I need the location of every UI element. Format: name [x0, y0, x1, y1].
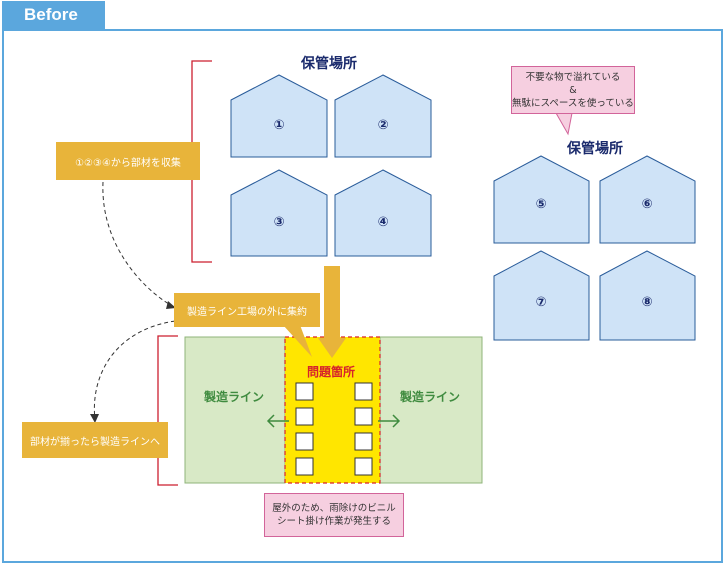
to-line-callout: 部材が揃ったら製造ラインへ	[22, 422, 168, 458]
gather-callout: 製造ライン工場の外に集約	[174, 293, 320, 327]
dashed-arrow-1	[102, 181, 177, 309]
house-number-2: ②	[377, 118, 389, 133]
waste-text-3: 無駄にスペースを使っている	[512, 98, 634, 109]
dashed-arrowhead-2	[90, 414, 99, 423]
waste-text-1: 不要な物で溢れている	[525, 72, 621, 83]
line-bracket	[157, 335, 178, 486]
outdoor-text-2: シート掛け作業が発生する	[276, 516, 391, 527]
house-4	[334, 169, 432, 257]
part-square	[354, 407, 373, 426]
house-number-3: ③	[273, 215, 285, 230]
dashed-arrowhead-1	[166, 301, 176, 309]
house-3	[230, 169, 328, 257]
production-line-left	[184, 336, 286, 484]
waste-space-callout: 不要な物で溢れている & 無駄にスペースを使っている	[511, 66, 635, 114]
waste-callout-pointer	[555, 112, 573, 136]
part-square	[295, 432, 314, 451]
house-6	[599, 155, 696, 244]
outdoor-issue-callout: 屋外のため、雨除けのビニル シート掛け作業が発生する	[264, 493, 404, 537]
house-number-8: ⑧	[641, 295, 653, 310]
dashed-arrow-2	[93, 320, 176, 421]
house-number-6: ⑥	[641, 197, 653, 212]
house-number-5: ⑤	[535, 197, 547, 212]
part-square	[295, 457, 314, 476]
outdoor-text-1: 屋外のため、雨除けのビニル	[272, 503, 396, 514]
production-line-right-label: 製造ライン	[400, 390, 461, 404]
part-square	[354, 382, 373, 401]
before-tab: Before	[2, 1, 105, 29]
part-square	[354, 432, 373, 451]
production-line-right	[379, 336, 483, 484]
house-8	[599, 250, 696, 341]
storage-title-top: 保管場所	[301, 56, 357, 72]
down-arrow-head	[318, 338, 346, 358]
part-square	[295, 382, 314, 401]
left-arrow	[266, 414, 289, 428]
right-arrow	[378, 414, 401, 428]
storage-title-right: 保管場所	[567, 141, 623, 157]
gather-pointer	[283, 325, 312, 357]
part-square	[354, 457, 373, 476]
house-1	[230, 74, 328, 158]
production-line-left-label: 製造ライン	[204, 390, 265, 404]
house-2	[334, 74, 432, 158]
house-number-1: ①	[273, 118, 285, 133]
house-7	[493, 250, 590, 341]
problem-area-label: 問題箇所	[307, 365, 356, 379]
waste-text-2: &	[569, 85, 577, 96]
house-5	[493, 155, 590, 244]
house-number-7: ⑦	[535, 295, 547, 310]
diagram-frame	[2, 29, 723, 563]
collect-callout: ①②③④から部材を収集	[56, 142, 200, 180]
part-square	[295, 407, 314, 426]
house-number-4: ④	[377, 215, 389, 230]
down-arrow-shaft	[324, 266, 340, 338]
